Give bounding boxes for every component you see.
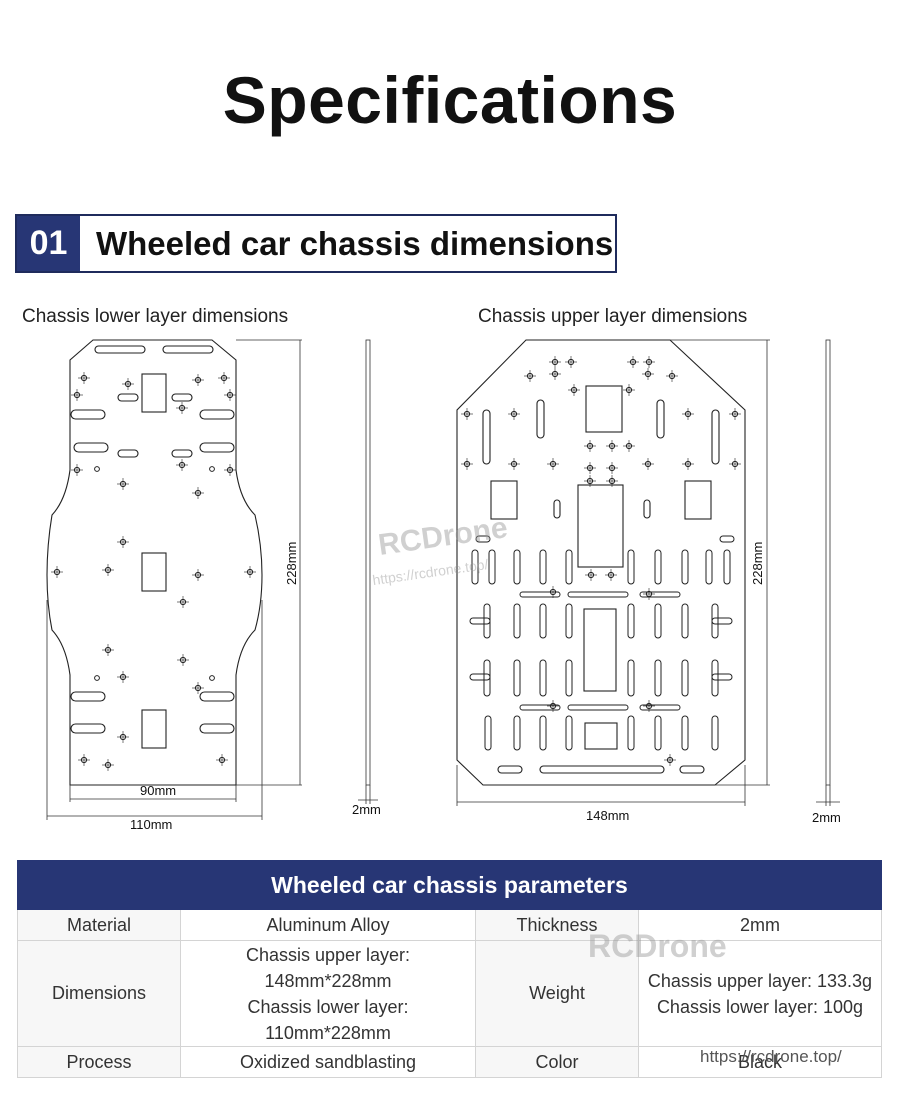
upper-layer-dimension-lines: [456, 339, 840, 806]
weight-lower: Chassis lower layer: 100g: [656, 996, 864, 1017]
lower-thickness-label: 2mm: [352, 802, 381, 817]
table-title: Wheeled car chassis parameters: [17, 860, 882, 910]
lower-outer-width-label: 110mm: [130, 817, 172, 832]
lower-length-label: 228mm: [284, 542, 299, 585]
lower-layer-holes: [50, 371, 257, 772]
upper-layer-caption: Chassis upper layer dimensions: [478, 306, 748, 327]
weight-value: Chassis upper layer: 133.3g Chassis lowe…: [638, 940, 882, 1047]
section-number: 01: [17, 216, 80, 271]
page-title: Specifications: [222, 63, 678, 137]
thickness-value: 2mm: [638, 909, 882, 941]
weight-upper: Chassis upper layer: 133.3g: [647, 970, 873, 991]
dimensions-lower-label: Chassis lower layer:: [247, 996, 409, 1017]
chassis-drawing: 90mm 110mm 228mm 2mm: [46, 339, 841, 832]
dimensions-lower-value: 110mm*228mm: [265, 1022, 391, 1043]
dimensions-upper-value: 148mm*228mm: [264, 970, 392, 991]
upper-thickness-label: 2mm: [812, 810, 841, 825]
lower-inner-width-label: 90mm: [140, 783, 176, 798]
footer-url: https://rcdrone.top/: [700, 1047, 842, 1066]
section-header: 01 Wheeled car chassis dimensions: [15, 214, 617, 273]
dimensions-value: Chassis upper layer: 148mm*228mm Chassis…: [180, 940, 476, 1047]
section-title: Wheeled car chassis dimensions: [96, 224, 614, 262]
weight-label: Weight: [475, 940, 639, 1047]
upper-layer-plate: [456, 339, 746, 786]
process-label: Process: [17, 1046, 181, 1078]
upper-layer-slot-grid: [469, 535, 735, 751]
thickness-label: Thickness: [475, 909, 639, 941]
upper-length-label: 228mm: [750, 542, 765, 585]
material-label: Material: [17, 909, 181, 941]
dimensions-upper-label: Chassis upper layer:: [245, 944, 411, 965]
upper-width-label: 148mm: [586, 808, 629, 823]
parameters-table: Wheeled car chassis parameters Material …: [17, 860, 882, 1078]
color-value: Black: [638, 1046, 882, 1078]
material-value: Aluminum Alloy: [180, 909, 476, 941]
lower-layer-dimension-lines: [46, 339, 378, 820]
dimensions-label: Dimensions: [17, 940, 181, 1047]
process-value: Oxidized sandblasting: [180, 1046, 476, 1078]
lower-layer-caption: Chassis lower layer dimensions: [22, 306, 289, 327]
color-label: Color: [475, 1046, 639, 1078]
table-watermark-brand: RCDrone: [588, 928, 727, 964]
lower-layer-plate: [46, 339, 263, 786]
